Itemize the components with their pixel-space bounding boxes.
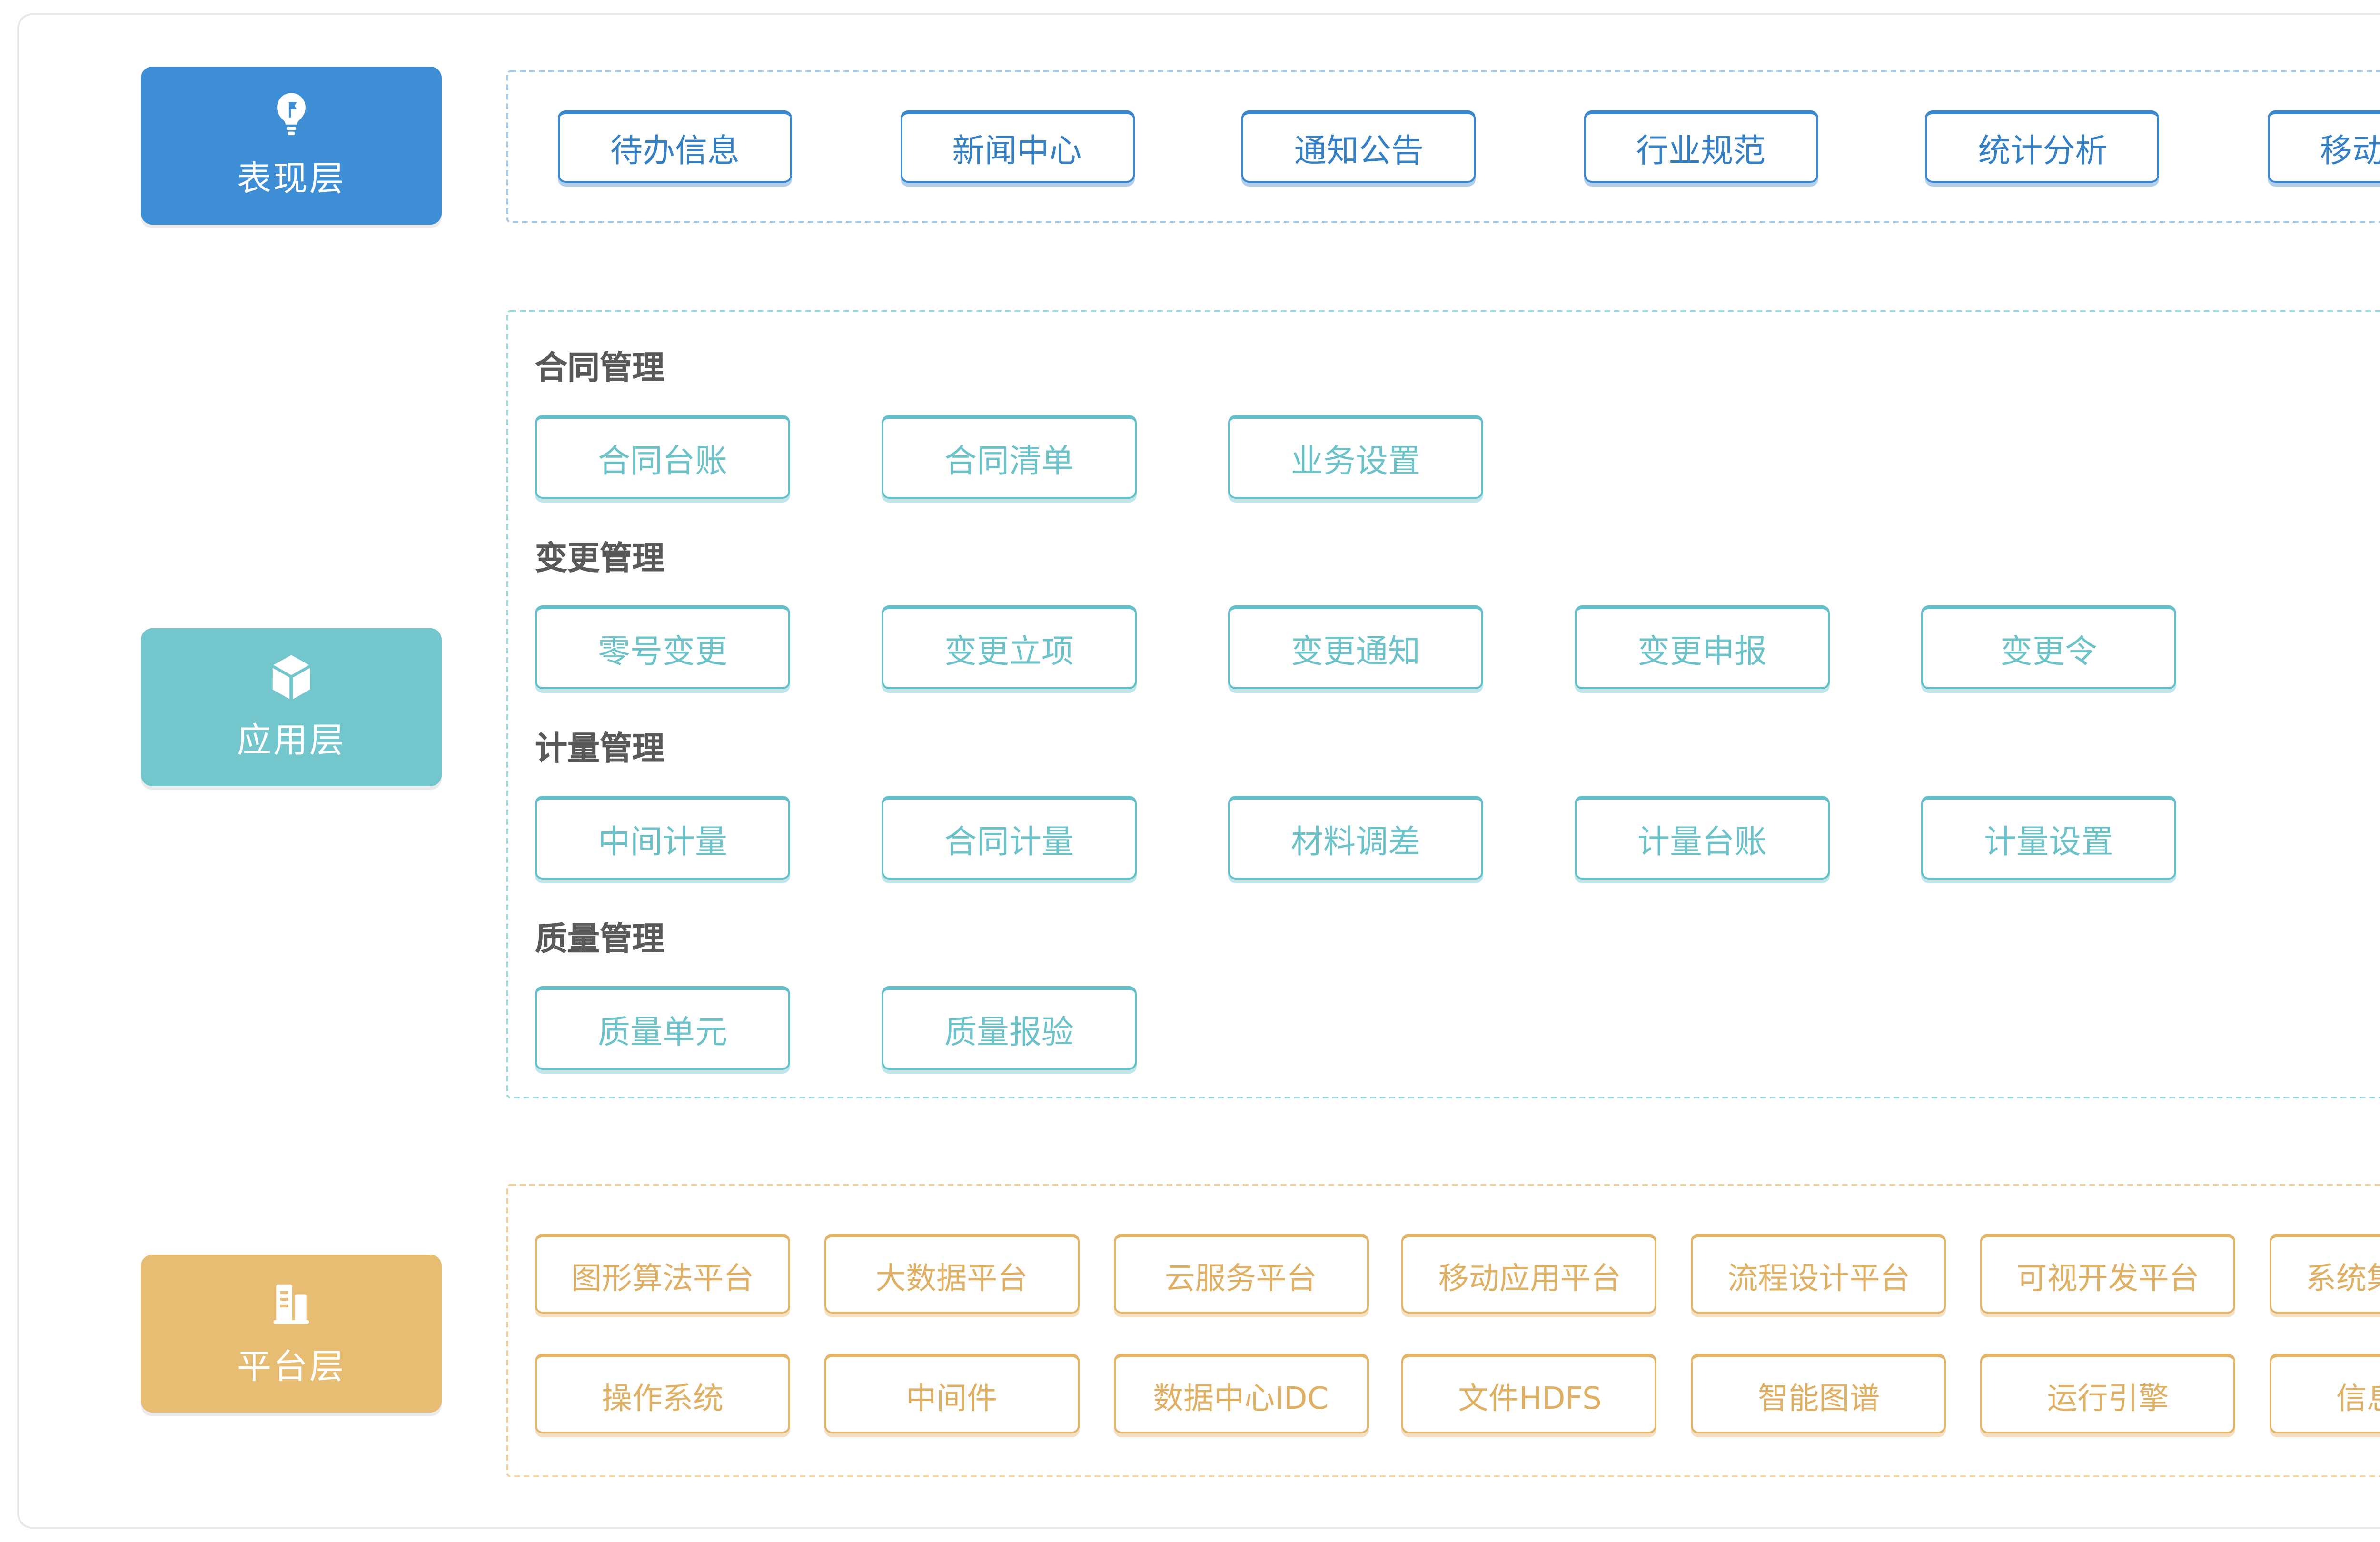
module-chip: 数据中心IDC xyxy=(1113,1354,1368,1433)
module-chip: 中间件 xyxy=(824,1354,1080,1433)
chip-label: 材料调差 xyxy=(1291,824,1420,862)
module-chip: 系统集成平台 xyxy=(2269,1234,2380,1314)
module-row: 图形算法平台 大数据平台 云服务平台 移动应用平台 流程设计平台 可视开发平台 … xyxy=(535,1234,2380,1314)
layer-label-text: 表现层 xyxy=(237,160,346,200)
module-chip: 变更通知 xyxy=(1228,605,1483,689)
chip-label: 零号变更 xyxy=(598,634,727,672)
chip-label: 系统集成平台 xyxy=(2305,1259,2380,1295)
chip-label: 变更申报 xyxy=(1637,634,1767,672)
chip-label: 变更通知 xyxy=(1291,634,1420,672)
chip-label: 可视开发平台 xyxy=(2016,1259,2200,1295)
platform-container: 图形算法平台 大数据平台 云服务平台 移动应用平台 流程设计平台 可视开发平台 … xyxy=(506,1184,2380,1477)
module-chip: 计量设置 xyxy=(1921,796,2176,880)
group-title: 变更管理 xyxy=(535,541,664,579)
module-chip: 通知公告 xyxy=(1241,110,1476,183)
module-chip: 行业规范 xyxy=(1584,110,1818,183)
chip-label: 中间计量 xyxy=(598,824,727,862)
module-chip: 移动应用 xyxy=(2267,110,2380,183)
cube-icon xyxy=(265,651,318,704)
chip-label: 变更令 xyxy=(2000,634,2097,672)
chip-label: 质量报验 xyxy=(944,1015,1074,1053)
buildings-icon xyxy=(265,1277,318,1331)
chip-label: 新闻中心 xyxy=(952,133,1082,171)
chip-label: 行业规范 xyxy=(1636,133,1766,171)
layer-label-application: 应用层 xyxy=(141,628,442,786)
module-chip: 合同清单 xyxy=(882,415,1137,499)
module-chip: 材料调差 xyxy=(1228,796,1483,880)
module-chip: 质量报验 xyxy=(882,986,1137,1070)
module-chip: 变更立项 xyxy=(882,605,1137,689)
module-row: 质量单元 质量报验 xyxy=(535,986,2380,1070)
chip-label: 移动应用 xyxy=(2320,133,2380,171)
layer-label-platform: 平台层 xyxy=(141,1255,442,1413)
chip-label: 合同台账 xyxy=(598,444,727,482)
chip-label: 流程设计平台 xyxy=(1727,1259,1911,1295)
chip-label: 数据中心IDC xyxy=(1153,1379,1329,1415)
lightbulb-icon xyxy=(265,89,318,143)
module-chip: 流程设计平台 xyxy=(1691,1234,1947,1314)
module-chip: 移动应用平台 xyxy=(1402,1234,1657,1314)
application-container: 合同管理 合同台账 合同清单 业务设置 变更管理 零号变更 变更立项 变更通知 … xyxy=(506,310,2380,1098)
module-row: 合同台账 合同清单 业务设置 xyxy=(535,415,2380,499)
chip-label: 中间件 xyxy=(906,1379,998,1415)
module-chip: 运行引擎 xyxy=(1980,1354,2236,1433)
chip-label: 操作系统 xyxy=(601,1379,724,1415)
layer-label-presentation: 表现层 xyxy=(141,67,442,225)
group-title: 质量管理 xyxy=(535,921,664,959)
chip-label: 移动应用平台 xyxy=(1438,1259,1621,1295)
group-title: 合同管理 xyxy=(535,350,664,388)
module-chip: 文件HDFS xyxy=(1402,1354,1657,1433)
module-row: 零号变更 变更立项 变更通知 变更申报 变更令 xyxy=(535,605,2380,689)
chip-label: 信息安全 xyxy=(2336,1379,2380,1415)
chip-label: 文件HDFS xyxy=(1458,1379,1602,1415)
chip-label: 合同计量 xyxy=(944,824,1074,862)
chip-label: 通知公告 xyxy=(1294,133,1424,171)
group-title: 计量管理 xyxy=(535,731,664,769)
module-chip: 质量单元 xyxy=(535,986,790,1070)
module-chip: 云服务平台 xyxy=(1113,1234,1368,1314)
module-chip: 新闻中心 xyxy=(900,110,1134,183)
module-chip: 可视开发平台 xyxy=(1980,1234,2236,1314)
chip-label: 合同清单 xyxy=(944,444,1074,482)
presentation-container: 待办信息 新闻中心 通知公告 行业规范 统计分析 移动应用 xyxy=(506,70,2380,223)
module-chip: 统计分析 xyxy=(1925,110,2160,183)
module-row: 中间计量 合同计量 材料调差 计量台账 计量设置 xyxy=(535,796,2380,880)
chip-label: 待办信息 xyxy=(610,133,740,171)
chip-label: 计量台账 xyxy=(1637,824,1767,862)
chip-label: 云服务平台 xyxy=(1164,1259,1317,1295)
module-row: 操作系统 中间件 数据中心IDC 文件HDFS 智能图谱 运行引擎 信息安全 xyxy=(535,1354,2380,1433)
chip-label: 运行引擎 xyxy=(2047,1379,2169,1415)
module-chip: 变更申报 xyxy=(1575,605,1830,689)
module-chip: 智能图谱 xyxy=(1691,1354,1947,1433)
module-chip: 信息安全 xyxy=(2269,1354,2380,1433)
chip-label: 大数据平台 xyxy=(875,1259,1028,1295)
chip-label: 图形算法平台 xyxy=(571,1259,754,1295)
chip-label: 业务设置 xyxy=(1291,444,1420,482)
module-chip: 合同计量 xyxy=(882,796,1137,880)
module-chip: 图形算法平台 xyxy=(535,1234,790,1314)
layer-label-text: 应用层 xyxy=(237,722,346,761)
module-chip: 业务设置 xyxy=(1228,415,1483,499)
chip-label: 计量设置 xyxy=(1984,824,2113,862)
module-chip: 零号变更 xyxy=(535,605,790,689)
module-chip: 计量台账 xyxy=(1575,796,1830,880)
chip-label: 质量单元 xyxy=(598,1015,727,1053)
chip-label: 变更立项 xyxy=(944,634,1074,672)
chip-label: 统计分析 xyxy=(1978,133,2108,171)
module-chip: 操作系统 xyxy=(535,1354,790,1433)
module-chip: 变更令 xyxy=(1921,605,2176,689)
module-chip: 中间计量 xyxy=(535,796,790,880)
module-chip: 待办信息 xyxy=(558,110,792,183)
chip-label: 智能图谱 xyxy=(1758,1379,1880,1415)
module-chip: 大数据平台 xyxy=(824,1234,1080,1314)
layer-label-text: 平台层 xyxy=(237,1348,346,1388)
module-chip: 合同台账 xyxy=(535,415,790,499)
